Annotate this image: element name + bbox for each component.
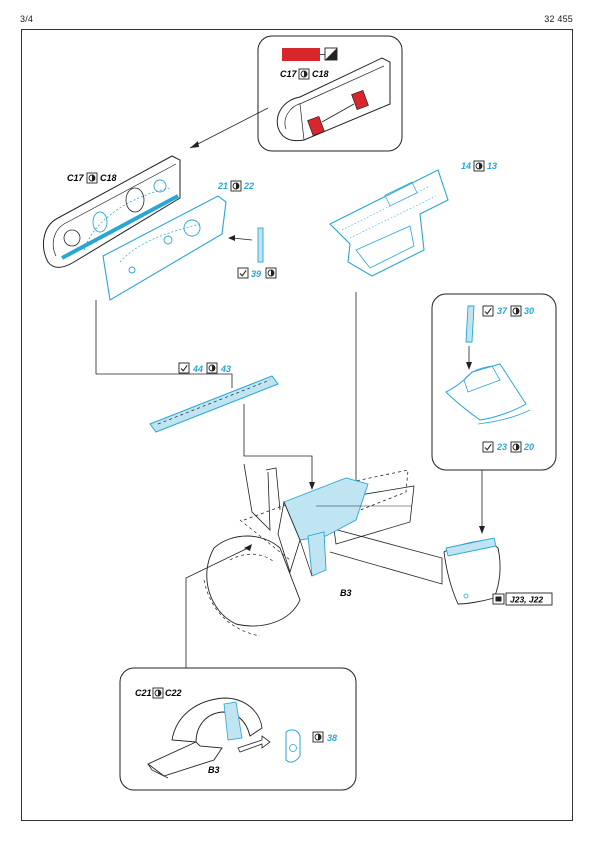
inset-bottom-label: B3 [208,765,220,775]
leader-inset-bottom [185,547,249,668]
photoetch-icon [206,362,218,374]
plate-21-22-b: 22 [243,181,254,191]
panel-left: C17 C18 21 22 39 [42,155,277,301]
check-icon [237,267,249,279]
photoetch-icon [312,731,324,743]
red-pad-left [307,115,325,137]
assembly-label: B3 [340,588,352,598]
strip-44-43-b: 43 [220,364,231,374]
etched-strip [61,194,179,260]
inset-top: C17 C18 [257,35,403,152]
photoetch-icon [298,68,310,80]
photoetch-icon [473,160,485,172]
red-paint-swatch [282,48,320,61]
inset-bottom-part-a: C21 [135,688,152,698]
inset-right: 37 30 23 20 [431,293,557,471]
etched-plate-21-22 [102,195,227,301]
seat-part-label: J23, J22 [510,595,543,605]
plastic-part-icon [492,593,505,605]
plate-14-13-a: 14 [461,161,471,171]
inset-right-top-b: 30 [524,306,534,316]
strip-44-43: 44 43 [149,362,279,433]
inset-bottom: C21 C22 38 B3 [119,667,357,791]
inset-top-part-b: C18 [312,69,329,79]
inset-bottom-part-b: C22 [165,688,182,698]
photoetch-icon [152,687,164,699]
red-pad-right [351,89,369,111]
page-frame [21,29,573,821]
check-icon [482,305,494,317]
strip-39-a: 39 [251,269,261,279]
check-icon [178,362,190,374]
half-fill-icon [324,47,338,61]
inset-right-bottom-a: 23 [496,442,507,452]
installed-etch-38 [223,701,243,741]
inset-right-top-a: 37 [497,306,508,316]
inset-top-part-a: C17 [280,69,298,79]
main-assembly: B3 [203,463,443,637]
photoetch-icon [510,305,522,317]
panel-left-part-b: C18 [100,173,117,183]
inset-right-bottom-b: 20 [523,442,534,452]
plate-21-22-a: 21 [217,181,228,191]
inset-bottom-etch: 38 [327,733,337,743]
leader-inset-top [189,107,269,149]
seat-part: J23, J22 [443,537,553,606]
leader-strip-44-43 [243,404,313,486]
photoetch-icon [86,172,98,184]
plate-14-13-b: 13 [487,161,497,171]
plate-14-13: 14 13 [329,160,497,277]
set-number: 32 455 [544,14,573,24]
etched-strip-39 [257,227,264,263]
installed-plate-14-13 [283,477,369,541]
photoetch-icon [265,267,277,279]
page-number: 3/4 [20,14,34,24]
panel-left-part-a: C17 [67,173,85,183]
photoetch-icon [510,441,522,453]
photoetch-icon [230,180,242,192]
etched-part-38 [285,729,301,763]
check-icon [482,441,494,453]
strip-44-43-a: 44 [192,364,203,374]
leader-panel-left [95,300,233,388]
